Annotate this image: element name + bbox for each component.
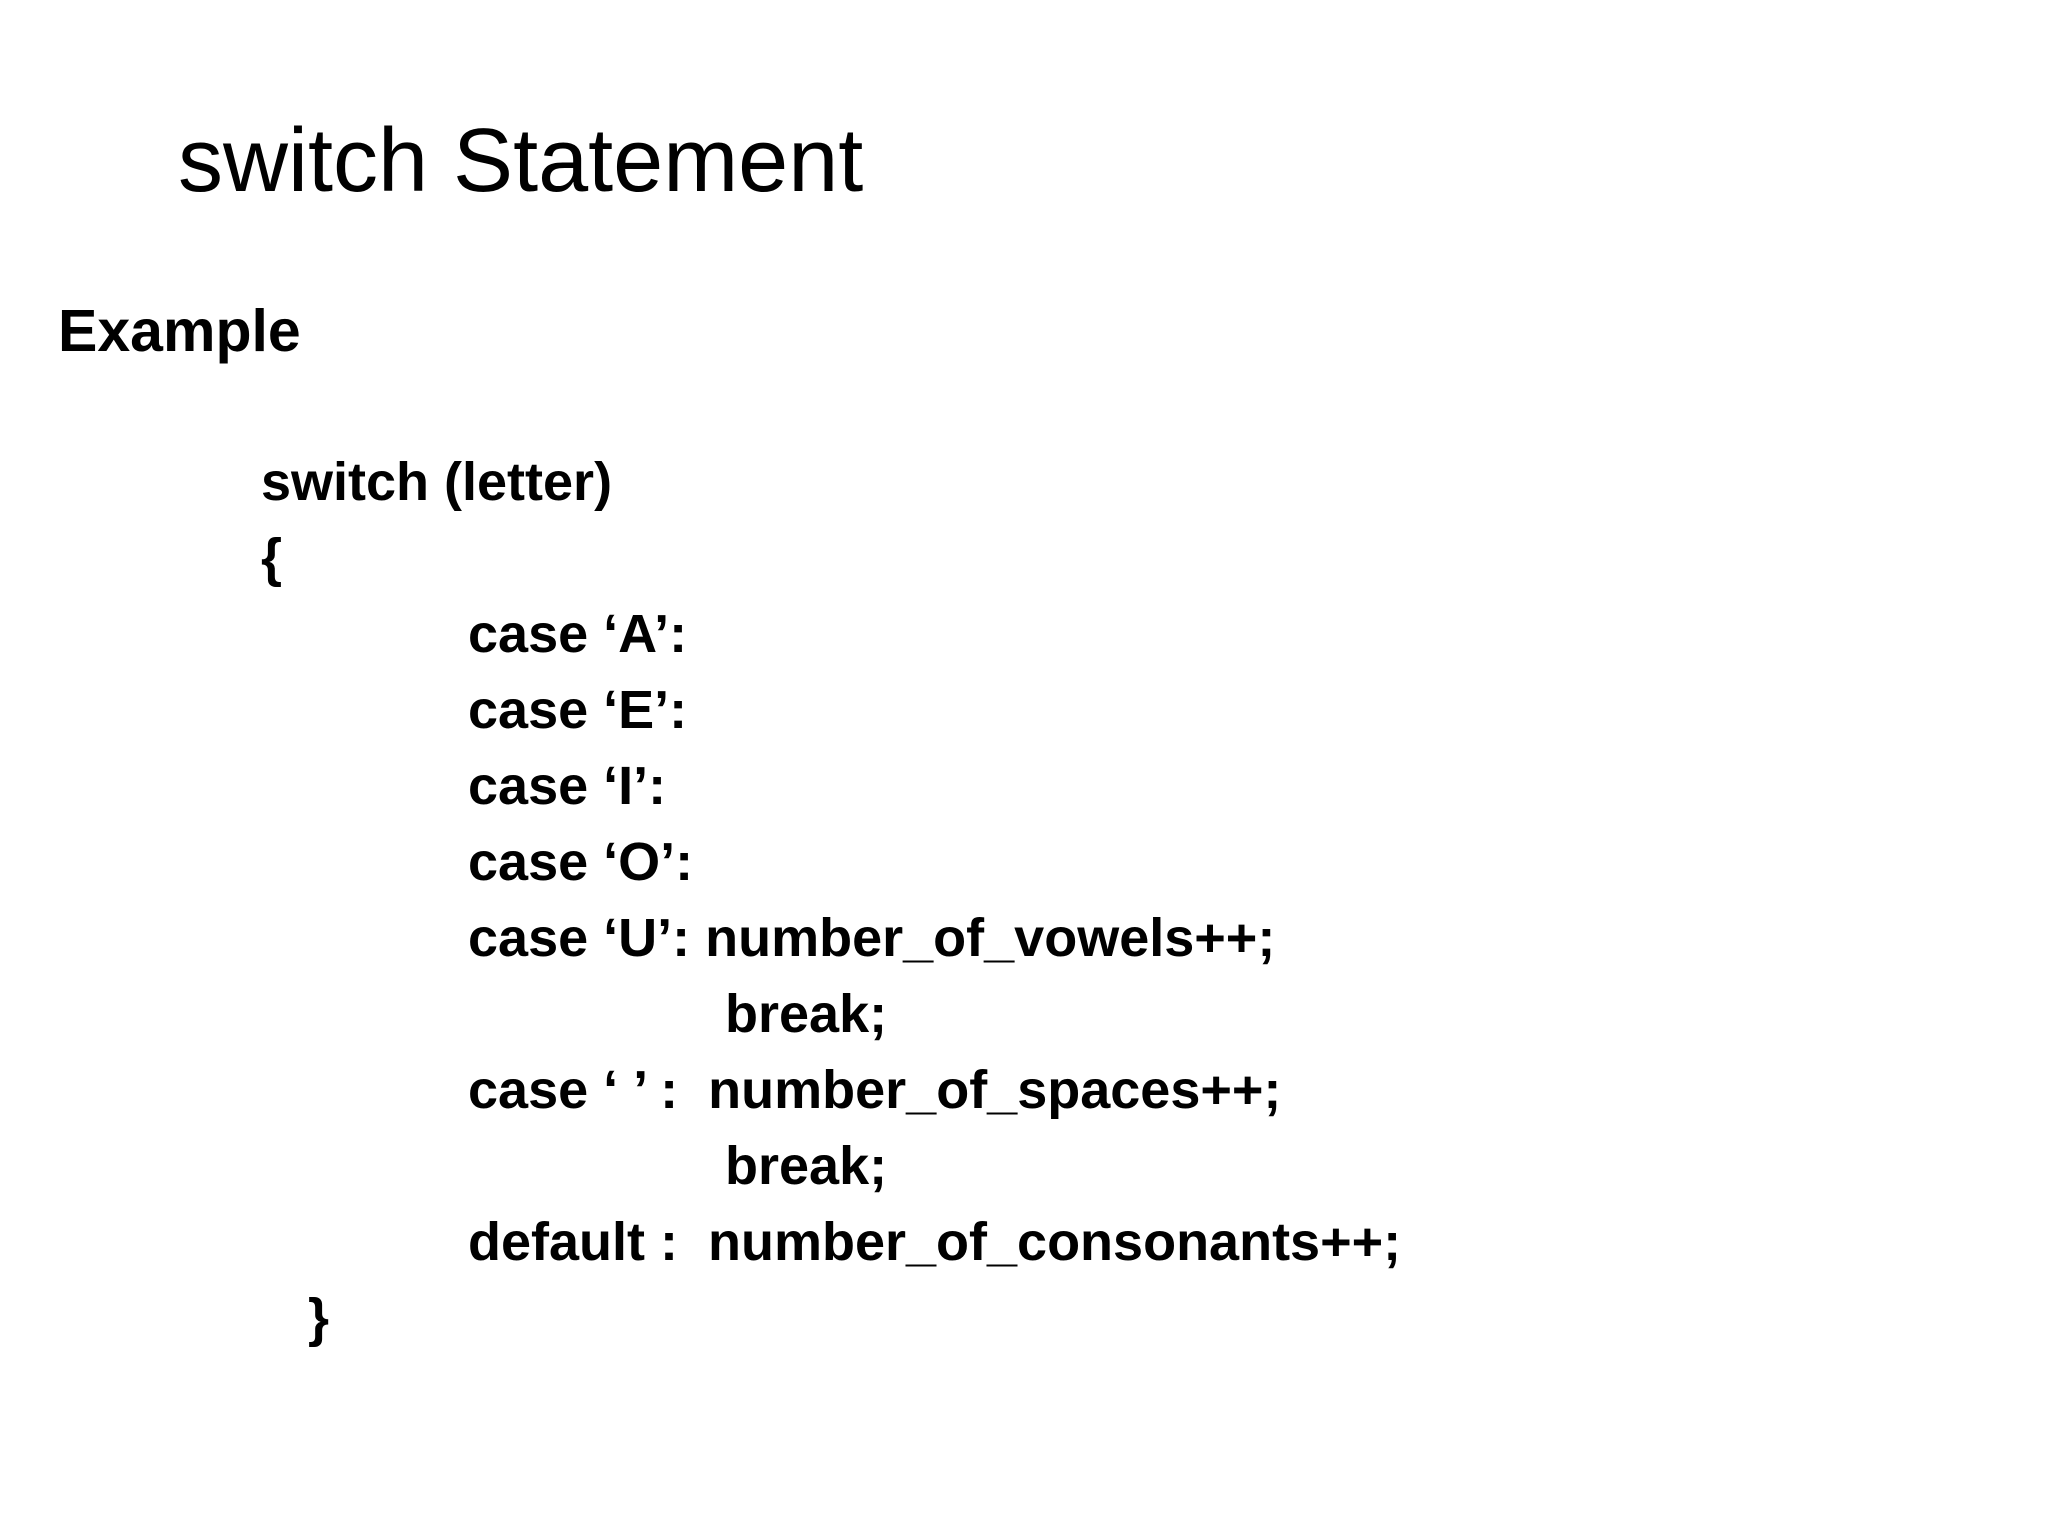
code-block: switch (letter) { case ‘A’: case ‘E’: case ‘… <box>0 444 2048 1356</box>
code-line: break; <box>725 1136 888 1196</box>
example-label: Example <box>58 298 301 364</box>
code-line: case ‘U’: number_of_vowels++; <box>468 908 1276 968</box>
slide-title: switch Statement <box>178 111 864 211</box>
code-line: case ‘A’: <box>468 604 688 664</box>
code-line: case ‘E’: <box>468 680 688 740</box>
code-line: break; <box>725 984 888 1044</box>
code-line: case ‘O’: <box>468 832 694 892</box>
code-line: } <box>308 1288 330 1348</box>
code-line: case ‘I’: <box>468 756 667 816</box>
code-line: { <box>261 528 283 588</box>
code-line: case ‘ ’ : number_of_spaces++; <box>468 1060 1282 1120</box>
code-line: default : number_of_consonants++; <box>468 1212 1402 1272</box>
code-line: switch (letter) <box>261 452 613 512</box>
